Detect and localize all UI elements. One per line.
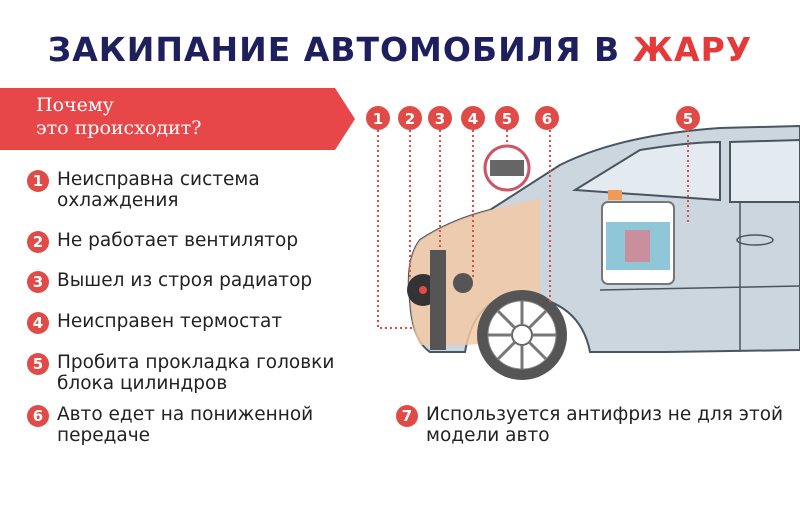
reason-4: 4 Неисправен термостат (27, 311, 367, 334)
wheel (477, 290, 567, 380)
marker-5b: 5 (676, 106, 700, 130)
banner-line2: это происходит? (36, 117, 202, 139)
page-title: ЗАКИПАНИЕ АВТОМОБИЛЯ В ЖАРУ (0, 30, 800, 69)
marker-2: 2 (398, 106, 422, 130)
gasket-icon (483, 144, 531, 192)
reason-text: Пробита прокладка головки блока цилиндро… (57, 352, 335, 394)
number-badge: 7 (396, 405, 418, 427)
thermostat (453, 273, 473, 293)
number-badge: 3 (27, 271, 49, 293)
marker-1: 1 (366, 106, 390, 130)
title-accent: ЖАРУ (632, 30, 753, 69)
reason-6: 6 Авто едет на пониженной передаче (27, 404, 367, 446)
car-diagram: 1 2 3 4 5 6 5 (366, 106, 800, 380)
reason-1: 1 Неисправна система охлаждения (27, 169, 327, 211)
svg-text:5: 5 (683, 110, 693, 128)
svg-text:4: 4 (468, 110, 478, 128)
marker-5: 5 (495, 106, 519, 130)
svg-text:2: 2 (405, 110, 415, 128)
title-main: ЗАКИПАНИЕ АВТОМОБИЛЯ В (47, 30, 621, 69)
reason-2: 2 Не работает вентилятор (27, 230, 367, 253)
markers: 1 2 3 4 5 6 5 (366, 106, 700, 130)
reason-7: 7 Используется антифриз не для этой модел… (396, 404, 786, 446)
marker-4: 4 (461, 106, 485, 130)
marker-6: 6 (535, 106, 559, 130)
svg-text:3: 3 (435, 110, 445, 128)
number-badge: 5 (27, 353, 49, 375)
svg-text:5: 5 (502, 110, 512, 128)
reason-text: Не работает вентилятор (57, 230, 299, 251)
number-badge: 1 (27, 170, 49, 192)
number-badge: 2 (27, 231, 49, 253)
number-badge: 6 (27, 405, 49, 427)
svg-text:6: 6 (542, 110, 552, 128)
radiator (430, 250, 446, 350)
marker-3: 3 (428, 106, 452, 130)
reason-5: 5 Пробита прокладка головки блока цилиндр… (27, 352, 357, 394)
banner-line1: Почему (36, 94, 114, 116)
reason-text: Неисправна система охлаждения (57, 169, 260, 211)
reason-3: 3 Вышел из строя радиатор (27, 270, 367, 293)
reason-text: Авто едет на пониженной передаче (57, 404, 314, 446)
reason-text: Вышел из строя радиатор (57, 270, 313, 291)
svg-text:1: 1 (373, 110, 383, 128)
reason-text: Неисправен термостат (57, 311, 283, 332)
number-badge: 4 (27, 312, 49, 334)
door-handle (736, 234, 774, 246)
antifreeze-canister (601, 190, 675, 285)
reason-text: Используется антифриз не для этой модели… (426, 404, 784, 446)
